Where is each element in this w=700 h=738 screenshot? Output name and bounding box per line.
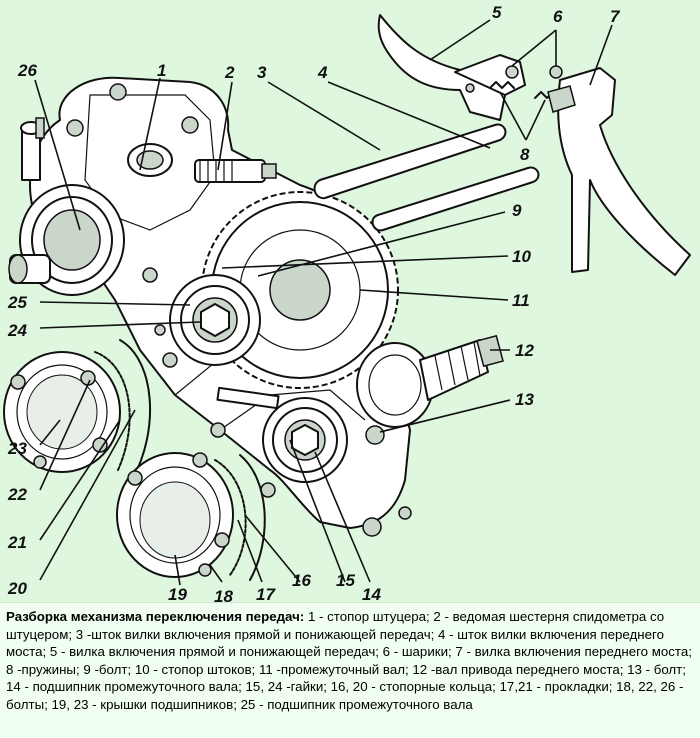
- balls-and-springs: [489, 65, 563, 99]
- bearing-cover-19-assembly: [116, 452, 266, 581]
- callout-9: 9: [512, 201, 522, 220]
- bearing-14: [262, 397, 348, 483]
- front-axle-drive-shaft: [356, 334, 504, 428]
- callout-26: 26: [17, 61, 37, 80]
- callout-12: 12: [515, 341, 534, 360]
- callout-1: 1: [157, 61, 166, 80]
- callout-3: 3: [257, 63, 267, 82]
- exploded-view-illustration: 1 2 3 4 5 6 7 8 9 10 11 12 13 14 15 16 1…: [3, 3, 691, 602]
- bearing-25: [169, 274, 261, 366]
- bearing-cover-23-assembly: [3, 339, 151, 481]
- callout-6: 6: [553, 7, 563, 26]
- callout-14: 14: [362, 585, 381, 602]
- callout-16: 16: [292, 571, 311, 590]
- front-flange-assembly: [8, 117, 125, 296]
- callout-24: 24: [7, 321, 27, 340]
- callout-8: 8: [520, 145, 530, 164]
- callout-21: 21: [7, 533, 27, 552]
- callout-15: 15: [336, 571, 355, 590]
- callout-18: 18: [214, 587, 233, 602]
- speedometer-gear-fitting: [127, 143, 277, 183]
- shift-fork-5: [377, 14, 526, 121]
- callout-labels: 1 2 3 4 5 6 7 8 9 10 11 12 13 14 15 16 1…: [7, 3, 621, 602]
- callout-23: 23: [7, 439, 27, 458]
- callout-22: 22: [7, 485, 27, 504]
- callout-10: 10: [512, 247, 531, 266]
- callout-17: 17: [256, 585, 276, 602]
- shift-fork-7: [547, 67, 691, 276]
- caption-title: Разборка механизма переключения передач:: [6, 609, 305, 624]
- figure-caption: Разборка механизма переключения передач:…: [0, 602, 700, 738]
- callout-2: 2: [224, 63, 235, 82]
- callout-4: 4: [317, 63, 328, 82]
- leader-lines: [34, 19, 613, 586]
- callout-19: 19: [168, 585, 187, 602]
- callout-13: 13: [515, 390, 534, 409]
- callout-20: 20: [7, 579, 27, 598]
- caption-text: 1 - стопор штуцера; 2 - ведомая шестерня…: [6, 609, 692, 712]
- exploded-view-svg: 1 2 3 4 5 6 7 8 9 10 11 12 13 14 15 16 1…: [3, 3, 691, 602]
- callout-7: 7: [610, 7, 621, 26]
- callout-25: 25: [7, 293, 27, 312]
- callout-11: 11: [512, 291, 530, 310]
- callout-5: 5: [492, 3, 502, 22]
- shift-rods: [313, 123, 540, 232]
